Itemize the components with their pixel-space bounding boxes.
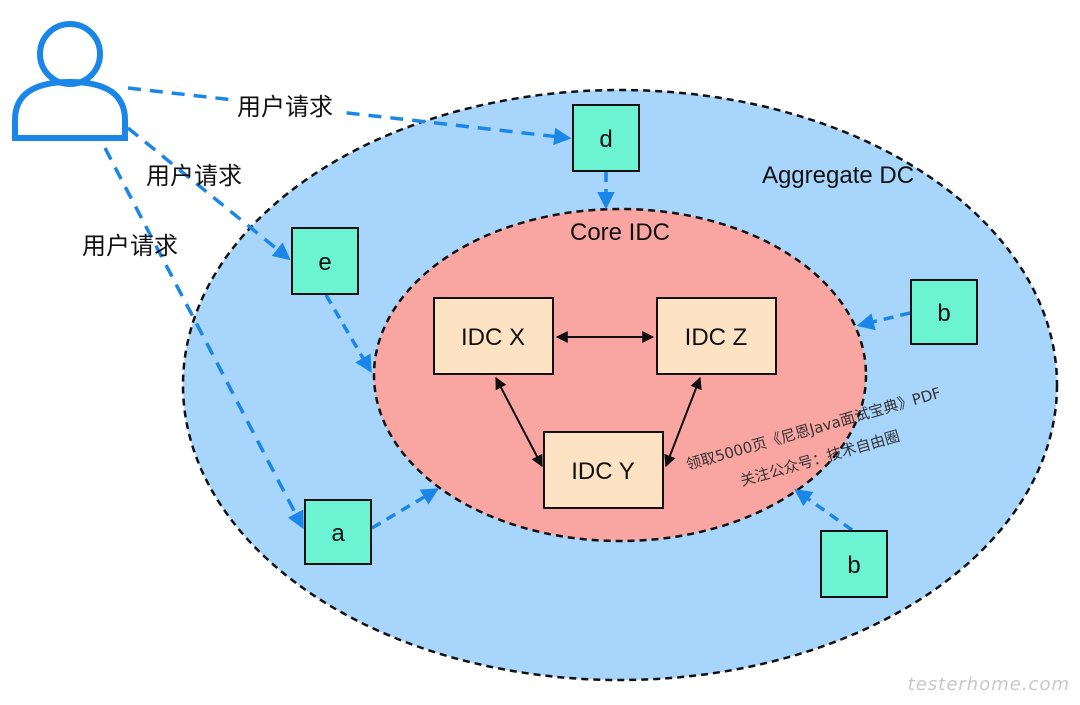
- node-d[interactable]: d: [572, 104, 640, 172]
- arrow-b-bottom-to-core: [794, 488, 854, 532]
- aggregate-dc-label: Aggregate DC: [762, 162, 914, 189]
- node-a[interactable]: a: [304, 499, 372, 565]
- link-z-y: [664, 376, 702, 468]
- request-arrow-to-a: [103, 147, 304, 530]
- node-e[interactable]: e: [291, 227, 359, 295]
- idc-z-box[interactable]: IDC Z: [656, 297, 777, 375]
- node-b-right-label: b: [937, 300, 950, 327]
- node-b-bottom-label: b: [847, 552, 860, 579]
- user-icon: [12, 21, 128, 141]
- idc-z-label: IDC Z: [685, 324, 748, 351]
- request-arrow-to-e: [126, 126, 291, 261]
- request-label-1: 用户请求: [237, 93, 333, 121]
- request-label-bg: [232, 90, 338, 122]
- node-b-bottom[interactable]: b: [820, 530, 888, 598]
- arrow-b-right-to-core: [856, 311, 911, 331]
- arrow-a-to-core: [371, 488, 440, 530]
- request-label-3: 用户请求: [82, 232, 178, 260]
- idc-x-box[interactable]: IDC X: [433, 297, 554, 375]
- idc-y-label: IDC Y: [571, 458, 635, 485]
- idc-y-box[interactable]: IDC Y: [543, 431, 664, 509]
- node-d-label: d: [599, 126, 612, 153]
- node-e-label: e: [318, 249, 331, 276]
- core-idc-label: Core IDC: [570, 219, 670, 246]
- request-label-2: 用户请求: [146, 162, 242, 190]
- link-x-y: [495, 376, 543, 468]
- arrow-e-to-core: [324, 294, 372, 374]
- request-arrow-to-d: [127, 86, 572, 146]
- node-b-right[interactable]: b: [910, 279, 978, 345]
- node-a-label: a: [331, 520, 345, 547]
- idc-x-label: IDC X: [461, 324, 525, 351]
- site-watermark: testerhome.com: [908, 674, 1070, 695]
